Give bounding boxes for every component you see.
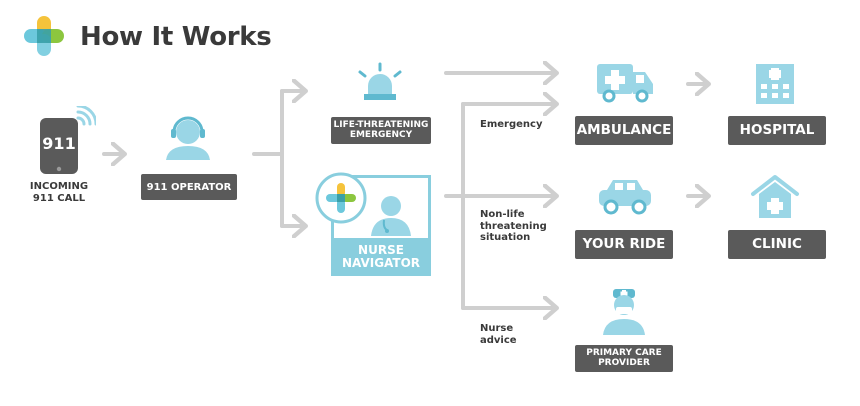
- page-title: How It Works: [80, 22, 272, 52]
- branch-line: Nurse: [480, 323, 514, 334]
- caption-line: 911 CALL: [32, 192, 86, 204]
- ride-box: YOUR RIDE: [575, 230, 673, 259]
- siren-icon: [358, 62, 402, 100]
- emergency-line: EMERGENCY: [349, 129, 413, 140]
- incoming-call-caption: INCOMING 911 CALL: [20, 181, 98, 204]
- primary-line: PRIMARY CARE: [586, 347, 662, 358]
- clinic-box: CLINIC: [728, 230, 826, 259]
- plus-logo-icon: [24, 16, 64, 56]
- branch-label-non-life: Non-life threatening situation: [480, 209, 547, 244]
- phone-screen-text: 911: [42, 134, 76, 153]
- clinic-icon: [751, 175, 799, 218]
- hospital-icon: [756, 64, 794, 104]
- doctor-icon: [603, 289, 645, 335]
- branch-line: situation: [480, 232, 531, 243]
- nurse-plus-badge-icon: [315, 172, 367, 224]
- emergency-line: LIFE-THREATENING: [333, 119, 429, 130]
- caption-line: INCOMING: [29, 181, 89, 192]
- nurse-icon: [371, 196, 411, 236]
- emergency-box: LIFE-THREATENING EMERGENCY: [331, 117, 431, 144]
- nurse-navigator-label: NURSE NAVIGATOR: [331, 238, 431, 276]
- hospital-box: HOSPITAL: [728, 116, 826, 145]
- ambulance-icon: [597, 64, 653, 103]
- branch-line: threatening: [480, 220, 547, 232]
- branch-label-advice: Nurse advice: [480, 323, 517, 346]
- branch-line: Non-life: [480, 209, 525, 220]
- operator-headset-icon: [166, 116, 210, 160]
- branch-line: advice: [480, 334, 517, 346]
- phone-icon: [40, 106, 96, 174]
- nurse-line: NAVIGATOR: [341, 256, 421, 270]
- primary-line: PROVIDER: [598, 357, 650, 368]
- primary-care-box: PRIMARY CARE PROVIDER: [575, 345, 673, 372]
- operator-box: 911 OPERATOR: [141, 174, 237, 200]
- car-icon: [599, 180, 651, 215]
- nurse-line: NURSE: [358, 242, 404, 257]
- ambulance-box: AMBULANCE: [575, 116, 673, 145]
- branch-label-emergency: Emergency: [480, 119, 543, 130]
